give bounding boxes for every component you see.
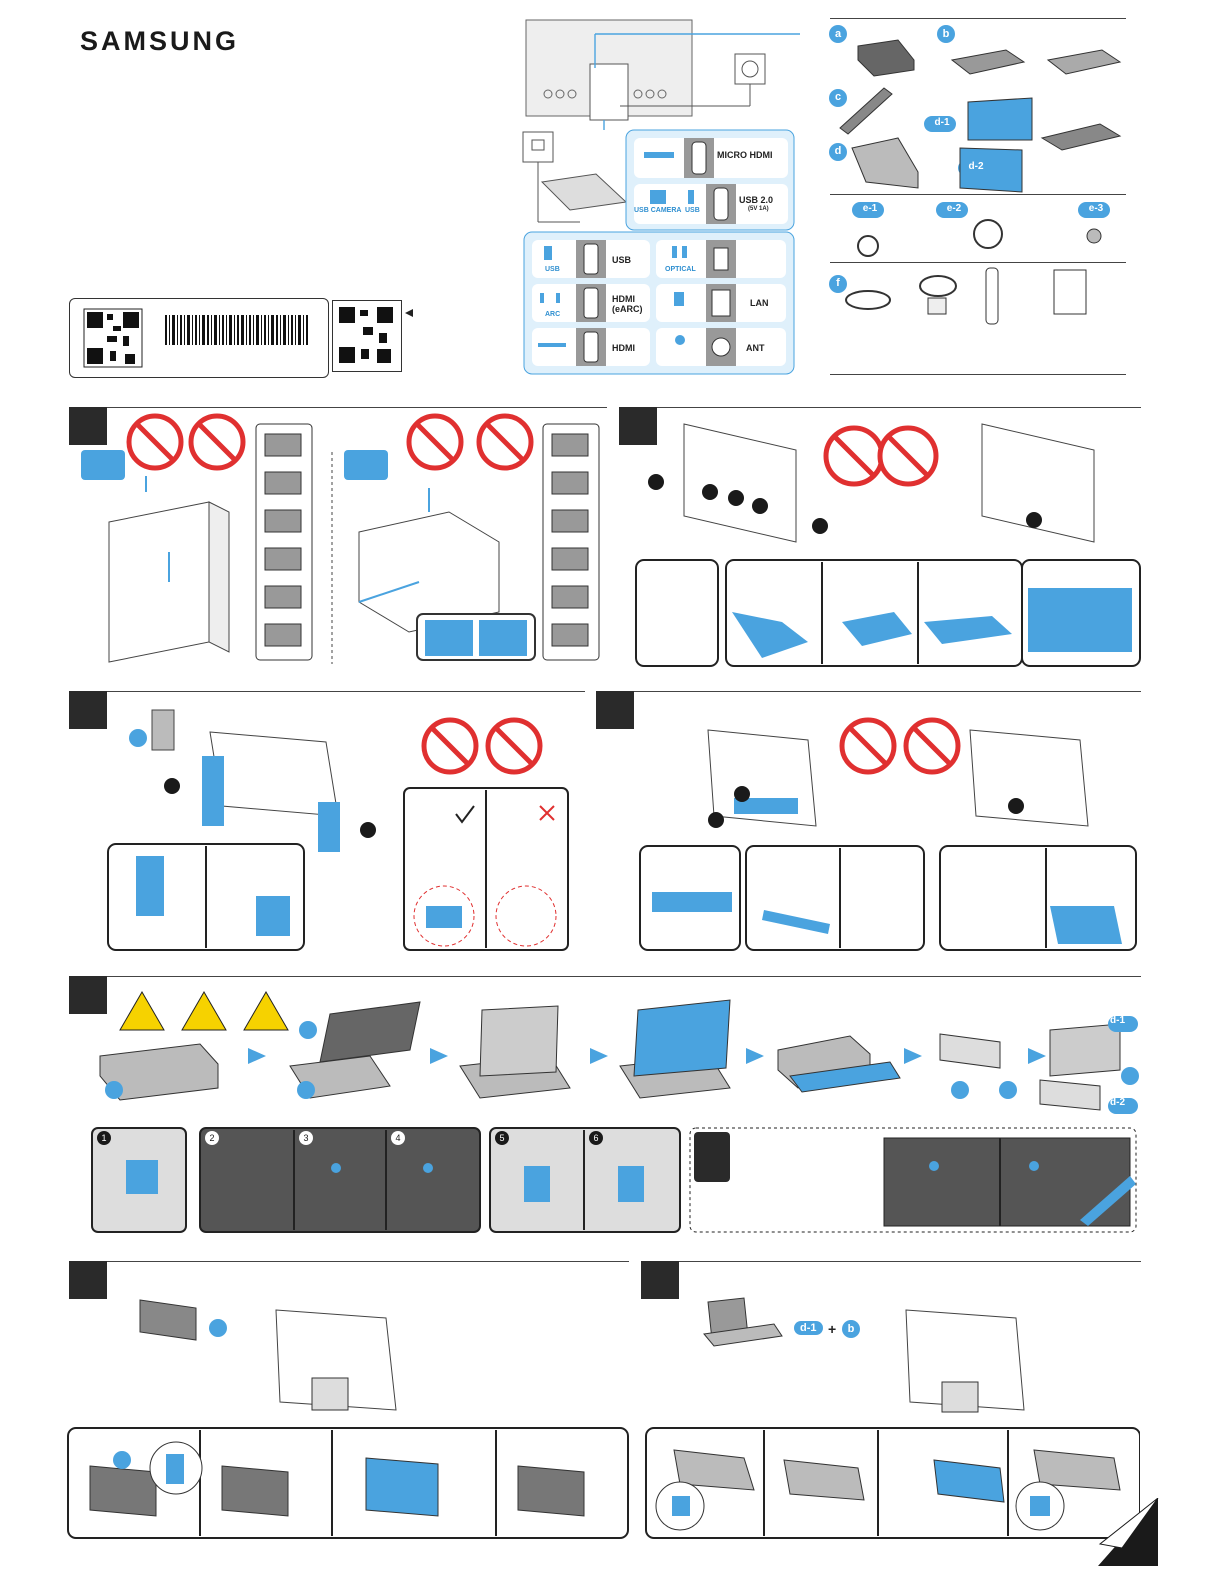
step-marker bbox=[69, 691, 107, 729]
component-c-label: c bbox=[831, 91, 845, 103]
component-d2-label: d-2 bbox=[962, 161, 990, 172]
lift-illustration bbox=[106, 696, 576, 954]
step-badge: 5 bbox=[495, 1131, 509, 1145]
component-b-label: b bbox=[939, 28, 953, 40]
label-hdmi-earc: HDMI bbox=[612, 294, 635, 304]
divider bbox=[679, 1261, 1141, 1262]
label-usb20: USB 2.0 bbox=[739, 195, 773, 205]
qr-code-secondary bbox=[332, 300, 402, 372]
divider bbox=[657, 407, 1141, 408]
label-arc: ARC bbox=[545, 311, 560, 318]
label-lan: LAN bbox=[750, 298, 769, 308]
combo-d1-tag: d-1 bbox=[794, 1321, 823, 1335]
page-turn-icon bbox=[1098, 1498, 1162, 1568]
component-e3-label: e-3 bbox=[1082, 203, 1110, 214]
step-badge: 1 bbox=[97, 1131, 111, 1145]
label-hdmi-earc-sub: (eARC) bbox=[612, 304, 643, 314]
label-optical: OPTICAL bbox=[665, 266, 696, 273]
label-ant: ANT bbox=[746, 343, 765, 353]
component-e1-label: e-1 bbox=[856, 203, 884, 214]
step-badge: 2 bbox=[205, 1131, 219, 1145]
stand-d1-tag: d-1 bbox=[1110, 1015, 1125, 1026]
label-micro-hdmi: MICRO HDMI bbox=[717, 150, 773, 160]
stand-d2-tag: d-2 bbox=[1110, 1097, 1125, 1108]
divider bbox=[107, 407, 607, 408]
packaging-illustration bbox=[632, 412, 1144, 668]
label-usb: USB bbox=[612, 255, 631, 265]
divider bbox=[830, 374, 1126, 375]
component-f-label: f bbox=[831, 277, 845, 289]
label-usb-camera: USB CAMERA bbox=[634, 207, 681, 214]
unboxing-illustration bbox=[69, 412, 609, 668]
divider bbox=[634, 691, 1141, 692]
label-hdmi: HDMI bbox=[612, 343, 635, 353]
step-badge: 4 bbox=[391, 1131, 405, 1145]
brand-logo: SAMSUNG bbox=[80, 26, 239, 57]
component-d-label: d bbox=[831, 145, 845, 157]
component-a-label: a bbox=[831, 28, 845, 40]
bracket-illustration bbox=[66, 1290, 630, 1540]
barcode-label bbox=[69, 298, 329, 378]
combo-plus: + bbox=[828, 1321, 836, 1337]
step-badge: 6 bbox=[589, 1131, 603, 1145]
step-marker bbox=[596, 691, 634, 729]
stand-install-illustration bbox=[644, 1290, 1140, 1540]
divider bbox=[107, 691, 585, 692]
component-e2-label: e-2 bbox=[940, 203, 968, 214]
components-graphic bbox=[828, 20, 1128, 372]
divider bbox=[107, 976, 1141, 977]
pointer-arrow-icon bbox=[404, 308, 414, 318]
combo-b-tag: b bbox=[842, 1320, 860, 1338]
divider bbox=[830, 18, 1126, 19]
barcode bbox=[165, 315, 308, 345]
stand-assembly-illustration bbox=[90, 980, 1140, 1236]
component-d1-label: d-1 bbox=[928, 117, 956, 128]
label-usb20-sub: (5V 1A) bbox=[748, 206, 769, 212]
remove-bottom-illustration bbox=[634, 696, 1140, 954]
label-usb-small: USB bbox=[685, 207, 700, 214]
label-usb-icon: USB bbox=[545, 266, 560, 273]
step-badge: 3 bbox=[299, 1131, 313, 1145]
divider bbox=[107, 1261, 629, 1262]
qr-barcode-graphic bbox=[70, 299, 328, 377]
